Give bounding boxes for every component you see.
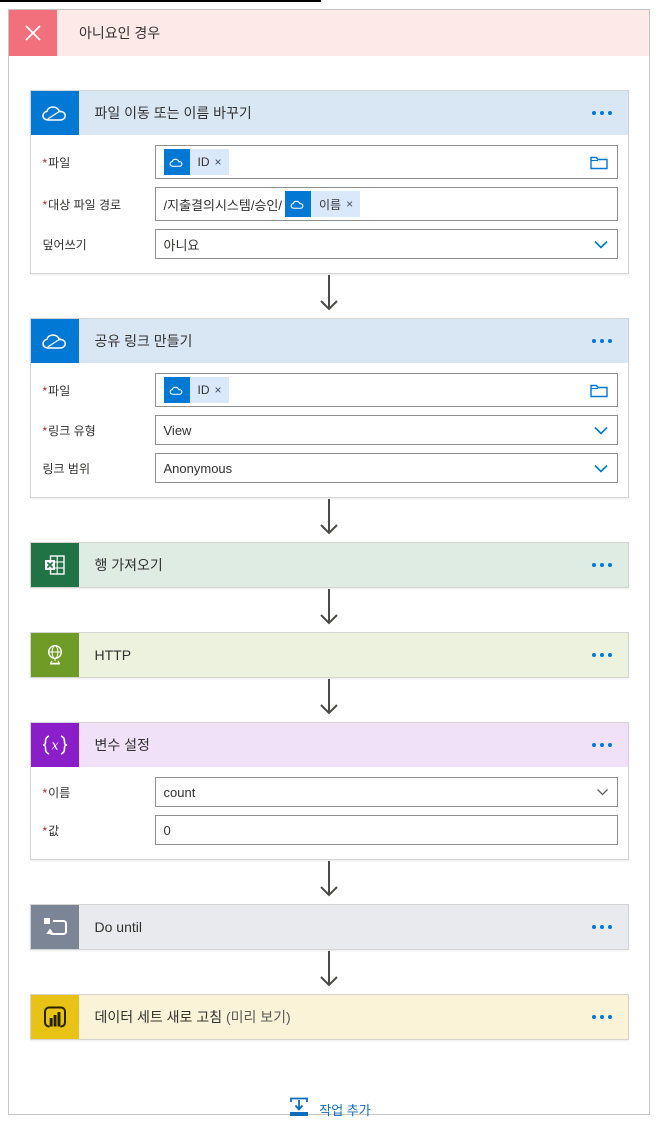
field-label-file: *파일 <box>42 155 71 170</box>
chevron-down-icon <box>593 240 609 249</box>
card-header-set-variable[interactable]: x 변수 설정 <box>30 723 628 767</box>
card-title: 변수 설정 <box>94 737 150 753</box>
card-header-http[interactable]: HTTP <box>30 633 628 677</box>
window-edge-bar <box>0 0 321 2</box>
token-label: ID <box>197 155 210 169</box>
excel-icon <box>30 543 79 587</box>
onedrive-icon <box>30 319 79 363</box>
overwrite-dropdown[interactable]: 아니요 <box>154 229 618 259</box>
action-card-move-or-rename-file: 파일 이동 또는 이름 바꾸기 *파일 ID × <box>29 90 629 274</box>
more-actions-button[interactable] <box>591 111 612 115</box>
card-header-do-until[interactable]: Do until <box>30 905 628 949</box>
action-card-http: HTTP <box>29 632 629 678</box>
chevron-down-icon <box>593 464 609 473</box>
path-text: /지출결의시스템/승인/ <box>163 197 282 213</box>
onedrive-icon <box>284 191 311 217</box>
remove-token-icon[interactable]: × <box>214 383 222 397</box>
chevron-down-icon <box>596 788 609 796</box>
flow-arrow <box>314 274 344 318</box>
folder-picker-icon[interactable] <box>589 382 609 399</box>
card-title: HTTP <box>94 647 132 663</box>
field-label-file: *파일 <box>42 383 71 398</box>
flow-branch-container: 아니요인 경우 파일 이동 또는 이름 바꾸기 *파일 <box>8 9 650 1118</box>
field-label-link-type: *링크 유형 <box>42 423 96 438</box>
flow-arrow <box>314 588 344 632</box>
remove-token-icon[interactable]: × <box>346 197 354 211</box>
card-title: 파일 이동 또는 이름 바꾸기 <box>94 105 252 121</box>
flow-arrow <box>314 860 344 904</box>
field-label-value: *값 <box>42 823 60 838</box>
card-header-refresh-dataset[interactable]: 데이터 세트 새로 고침 (미리 보기) <box>30 995 628 1039</box>
card-header-create-share-link[interactable]: 공유 링크 만들기 <box>30 319 628 363</box>
action-card-create-share-link: 공유 링크 만들기 *파일 ID × <box>29 318 629 498</box>
card-title: 공유 링크 만들기 <box>94 333 193 349</box>
onedrive-icon <box>163 377 190 403</box>
globe-http-icon <box>30 633 79 677</box>
variable-name-combobox[interactable]: count <box>154 777 618 807</box>
action-card-set-variable: x 변수 설정 *이름 count *값 <box>29 722 629 860</box>
card-title: Do until <box>94 919 142 935</box>
more-actions-button[interactable] <box>591 339 612 343</box>
action-card-get-row: 행 가져오기 <box>29 542 629 588</box>
svg-text:x: x <box>51 739 59 754</box>
folder-picker-icon[interactable] <box>589 154 609 171</box>
link-scope-dropdown[interactable]: Anonymous <box>154 453 618 483</box>
dynamic-token-chip[interactable]: ID × <box>163 377 229 403</box>
powerbi-icon <box>30 995 79 1039</box>
token-label: ID <box>197 383 210 397</box>
more-actions-button[interactable] <box>591 1015 612 1019</box>
branch-header-if-no[interactable]: 아니요인 경우 <box>9 10 649 56</box>
more-actions-button[interactable] <box>591 743 612 747</box>
file-token-input[interactable]: ID × <box>154 373 618 407</box>
variable-value-input[interactable]: 0 <box>154 815 618 845</box>
link-type-dropdown[interactable]: View <box>154 415 618 445</box>
do-until-loop-icon <box>30 905 79 949</box>
dynamic-token-chip[interactable]: ID × <box>163 149 229 175</box>
branch-title: 아니요인 경우 <box>79 25 161 41</box>
field-label-name: *이름 <box>42 785 71 800</box>
dynamic-token-chip[interactable]: 이름 × <box>284 191 361 217</box>
field-label-destination-path: *대상 파일 경로 <box>42 197 122 212</box>
action-card-do-until: Do until <box>29 904 629 950</box>
card-header-move-or-rename-file[interactable]: 파일 이동 또는 이름 바꾸기 <box>30 91 628 135</box>
field-label-overwrite: 덮어쓰기 <box>42 237 87 252</box>
flow-arrow <box>314 950 344 994</box>
action-card-refresh-dataset: 데이터 세트 새로 고침 (미리 보기) <box>29 994 629 1040</box>
x-branch-icon <box>9 10 57 56</box>
insert-action-icon <box>287 1096 311 1123</box>
add-action-label: 작업 추가 <box>319 1103 371 1118</box>
file-token-input[interactable]: ID × <box>154 145 618 179</box>
destination-path-input[interactable]: /지출결의시스템/승인/ 이름 × <box>154 187 618 221</box>
add-action-button[interactable]: 작업 추가 <box>287 1096 371 1123</box>
more-actions-button[interactable] <box>591 653 612 657</box>
onedrive-icon <box>30 91 79 135</box>
more-actions-button[interactable] <box>591 925 612 929</box>
onedrive-icon <box>163 149 190 175</box>
preview-badge: (미리 보기) <box>225 1009 291 1025</box>
flow-arrow <box>314 498 344 542</box>
card-header-get-row[interactable]: 행 가져오기 <box>30 543 628 587</box>
flow-arrow <box>314 678 344 722</box>
chevron-down-icon <box>593 426 609 435</box>
variable-icon: x <box>30 723 79 767</box>
token-label: 이름 <box>318 197 342 212</box>
remove-token-icon[interactable]: × <box>214 155 222 169</box>
field-label-link-scope: 링크 범위 <box>42 461 91 476</box>
card-title: 데이터 세트 새로 고침 (미리 보기) <box>94 1009 291 1025</box>
more-actions-button[interactable] <box>591 563 612 567</box>
card-title: 행 가져오기 <box>94 557 163 573</box>
